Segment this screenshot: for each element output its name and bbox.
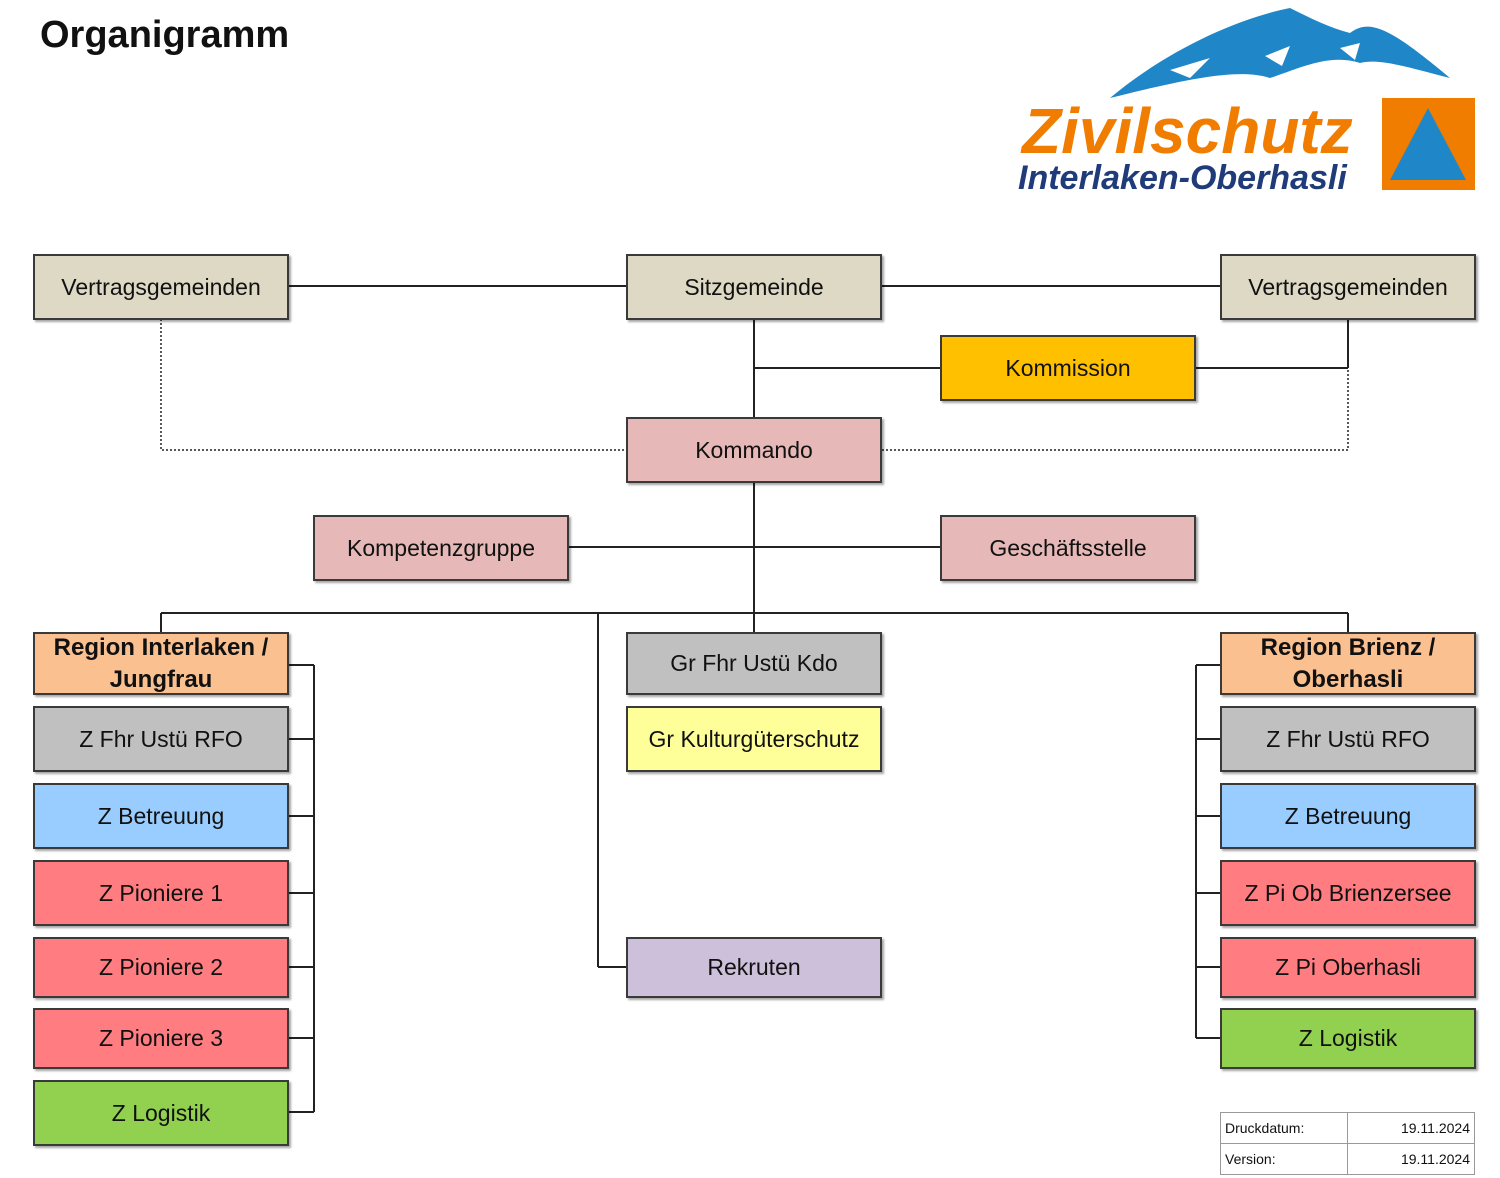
region-left-unit: Z Fhr Ustü RFO	[33, 706, 289, 772]
kompetenzgruppe-box: Kompetenzgruppe	[313, 515, 569, 581]
region-right-unit: Z Betreuung	[1220, 783, 1476, 849]
page-title: Organigramm	[40, 14, 290, 56]
geschaeftsstelle-box: Geschäftsstelle	[940, 515, 1196, 581]
vertragsgemeinden-left-box: Vertragsgemeinden	[33, 254, 289, 320]
region-left-unit: Z Pioniere 1	[33, 860, 289, 926]
region-left-unit: Z Pioniere 3	[33, 1008, 289, 1069]
region-right-unit: Z Pi Ob Brienzersee	[1220, 860, 1476, 926]
gr-kulturgueterschutz-box: Gr Kulturgüterschutz	[626, 706, 882, 772]
region-right-unit: Z Logistik	[1220, 1008, 1476, 1069]
region-left-unit: Z Betreuung	[33, 783, 289, 849]
zivilschutz-logo: Zivilschutz Interlaken-Oberhasli	[1018, 8, 1475, 197]
region-left-unit: Z Pioniere 2	[33, 937, 289, 998]
region-right-title: Region Brienz / Oberhasli	[1220, 632, 1476, 695]
region-right-unit: Z Pi Oberhasli	[1220, 937, 1476, 998]
rekruten-box: Rekruten	[626, 937, 882, 998]
document-meta-table: Druckdatum: 19.11.2024 Version: 19.11.20…	[1220, 1112, 1475, 1175]
sitzgemeinde-box: Sitzgemeinde	[626, 254, 882, 320]
kommission-box: Kommission	[940, 335, 1196, 401]
version-value: 19.11.2024	[1347, 1143, 1475, 1175]
svg-text:Zivilschutz: Zivilschutz	[1020, 95, 1353, 167]
gr-fhr-ustue-kdo-box: Gr Fhr Ustü Kdo	[626, 632, 882, 695]
kommando-box: Kommando	[626, 417, 882, 483]
region-left-unit: Z Logistik	[33, 1080, 289, 1146]
vertragsgemeinden-right-box: Vertragsgemeinden	[1220, 254, 1476, 320]
region-left-title: Region Interlaken / Jungfrau	[33, 632, 289, 695]
druckdatum-value: 19.11.2024	[1347, 1112, 1475, 1144]
svg-text:Interlaken-Oberhasli: Interlaken-Oberhasli	[1018, 159, 1348, 197]
region-right-unit: Z Fhr Ustü RFO	[1220, 706, 1476, 772]
druckdatum-label: Druckdatum:	[1220, 1112, 1348, 1144]
version-label: Version:	[1220, 1143, 1348, 1175]
